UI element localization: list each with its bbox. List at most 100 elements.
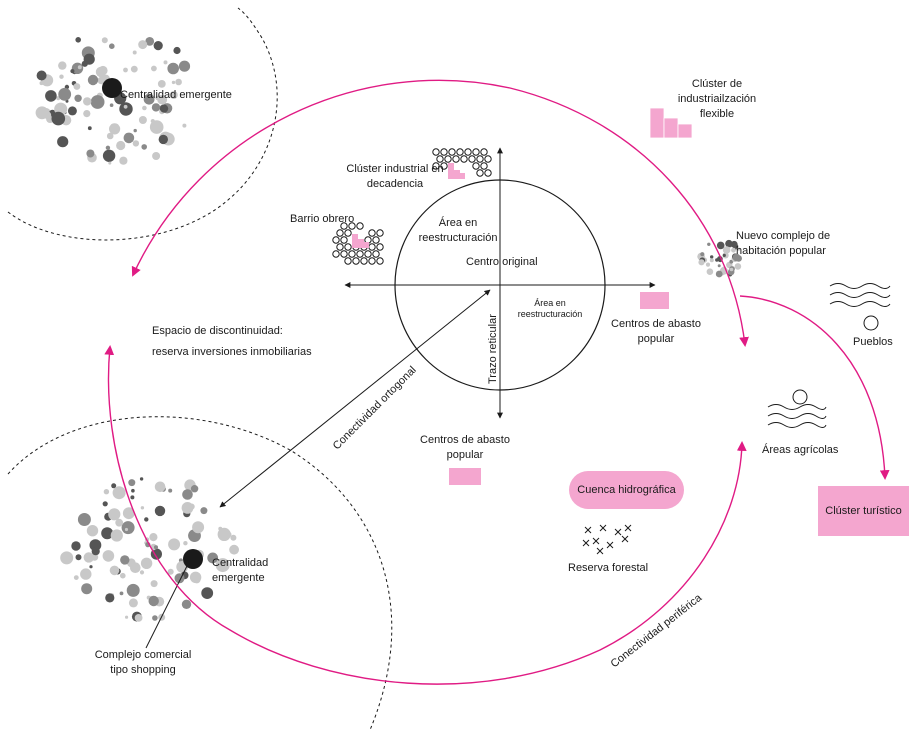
cluster-dot (102, 501, 108, 507)
ring-dot (460, 155, 468, 163)
label-area-reestructuracion-l2: reestructuración (418, 232, 498, 244)
cross-mark (599, 524, 607, 532)
ring-dot (432, 148, 440, 156)
cluster-dot (190, 485, 199, 493)
ring-dot (368, 257, 376, 265)
cluster-dot (74, 94, 82, 103)
cluster-dot (71, 541, 81, 551)
label-centralidad-bottom-l2: emergente (212, 572, 265, 584)
cluster-dot (218, 526, 223, 531)
dot-cluster-bottom-left (60, 477, 240, 622)
ring-dot (472, 148, 480, 156)
cross-mark (584, 526, 592, 534)
cluster-dot (102, 149, 116, 162)
cluster-dot (725, 239, 733, 248)
turistico-box (818, 486, 909, 536)
ring-cluster-decadencia (432, 148, 492, 177)
ring-dot (364, 250, 372, 258)
ring-dot (440, 162, 448, 170)
cluster-dot (173, 46, 181, 55)
label-centros-abasto-right-l1: Centros de abasto (611, 318, 701, 330)
cluster-dot (86, 525, 99, 537)
cluster-dot (159, 104, 167, 112)
cluster-dot (715, 270, 723, 278)
ring-dot (476, 169, 484, 177)
cluster-dot (182, 123, 187, 128)
cross-mark (624, 524, 632, 532)
ring-dot (332, 236, 340, 244)
cuenca-pill (569, 471, 684, 509)
cluster-dot (58, 87, 72, 101)
ring-dot (340, 250, 348, 258)
ring-dot (356, 250, 364, 258)
cluster-dot (60, 551, 74, 565)
cross-mark (606, 541, 614, 549)
cluster-dot (83, 110, 91, 118)
cluster-dot (116, 140, 126, 151)
cluster-dot (57, 136, 69, 148)
ring-dot (376, 257, 384, 265)
cluster-dot (167, 568, 174, 575)
cluster-dot (716, 241, 725, 250)
label-areas-agricolas: Áreas agrícolas (762, 444, 839, 456)
cluster-dot (39, 81, 44, 86)
cluster-dot (109, 123, 121, 135)
label-area-reestructuracion-small-l1: Área en (534, 298, 566, 308)
ring-dot (484, 155, 492, 163)
ring-dot (344, 229, 352, 237)
label-centralidad-top: Centralidad emergente (120, 89, 232, 101)
cluster-dot (722, 253, 726, 257)
ring-dot (484, 169, 492, 177)
cluster-dot (134, 614, 143, 622)
cluster-dot (83, 97, 92, 106)
cluster-dot (163, 60, 168, 65)
cluster-dot (105, 593, 115, 603)
cluster-dot (126, 583, 140, 597)
label-espacio-discontinuidad: Espacio de discontinuidad: reserva inver… (152, 324, 312, 360)
cluster-dot (150, 580, 158, 588)
cluster-dot (225, 531, 232, 538)
cluster-dot (700, 252, 705, 257)
cluster-dot (181, 502, 194, 514)
cluster-dot (75, 37, 81, 43)
label-cluster-decadencia-l1: Clúster industrial en (346, 163, 444, 175)
label-centros-abasto-right: Centros de abasto popular (596, 317, 716, 347)
cluster-dot (120, 572, 126, 579)
ring-dot (336, 243, 344, 251)
cluster-dot (112, 486, 126, 500)
cluster-dot (155, 95, 160, 101)
cluster-dot (158, 134, 168, 145)
abasto-square-right (640, 292, 669, 309)
label-area-reestructuracion-small: Área en reestructuración (508, 298, 592, 320)
cluster-dot (87, 74, 99, 86)
ring-dot (436, 155, 444, 163)
cluster-dot (81, 60, 88, 67)
cluster-dot (731, 247, 736, 253)
cluster-dot (90, 95, 105, 109)
cluster-dot (171, 80, 176, 85)
cluster-dot (123, 67, 128, 73)
cluster-dot (128, 479, 136, 487)
ring-dot (472, 162, 480, 170)
cluster-dot (101, 37, 108, 44)
cluster-dot (110, 529, 123, 542)
cluster-dot (59, 74, 64, 79)
label-centralidad-bottom-l1: Centralidad (212, 557, 269, 569)
label-cluster-flexible-l3: flexible (699, 108, 735, 120)
cluster-dot (152, 615, 158, 621)
ring-dot (376, 229, 384, 237)
pink-arc-turistico (739, 295, 890, 480)
ring-dot (372, 236, 380, 244)
label-nuevo-complejo: Nuevo complejo de habitación popular (736, 229, 830, 259)
cluster-dot (167, 62, 179, 75)
label-reserva-forestal: Reserva forestal (568, 562, 649, 574)
ring-dot (468, 155, 476, 163)
cluster-dot (111, 483, 117, 489)
pink-arc-upper (131, 79, 749, 347)
cluster-dot (149, 120, 164, 134)
label-centros-abasto-bottom-l2: popular (446, 449, 484, 461)
cluster-dot (142, 105, 147, 111)
cluster-dot (130, 495, 135, 500)
cluster-dot (183, 541, 188, 546)
